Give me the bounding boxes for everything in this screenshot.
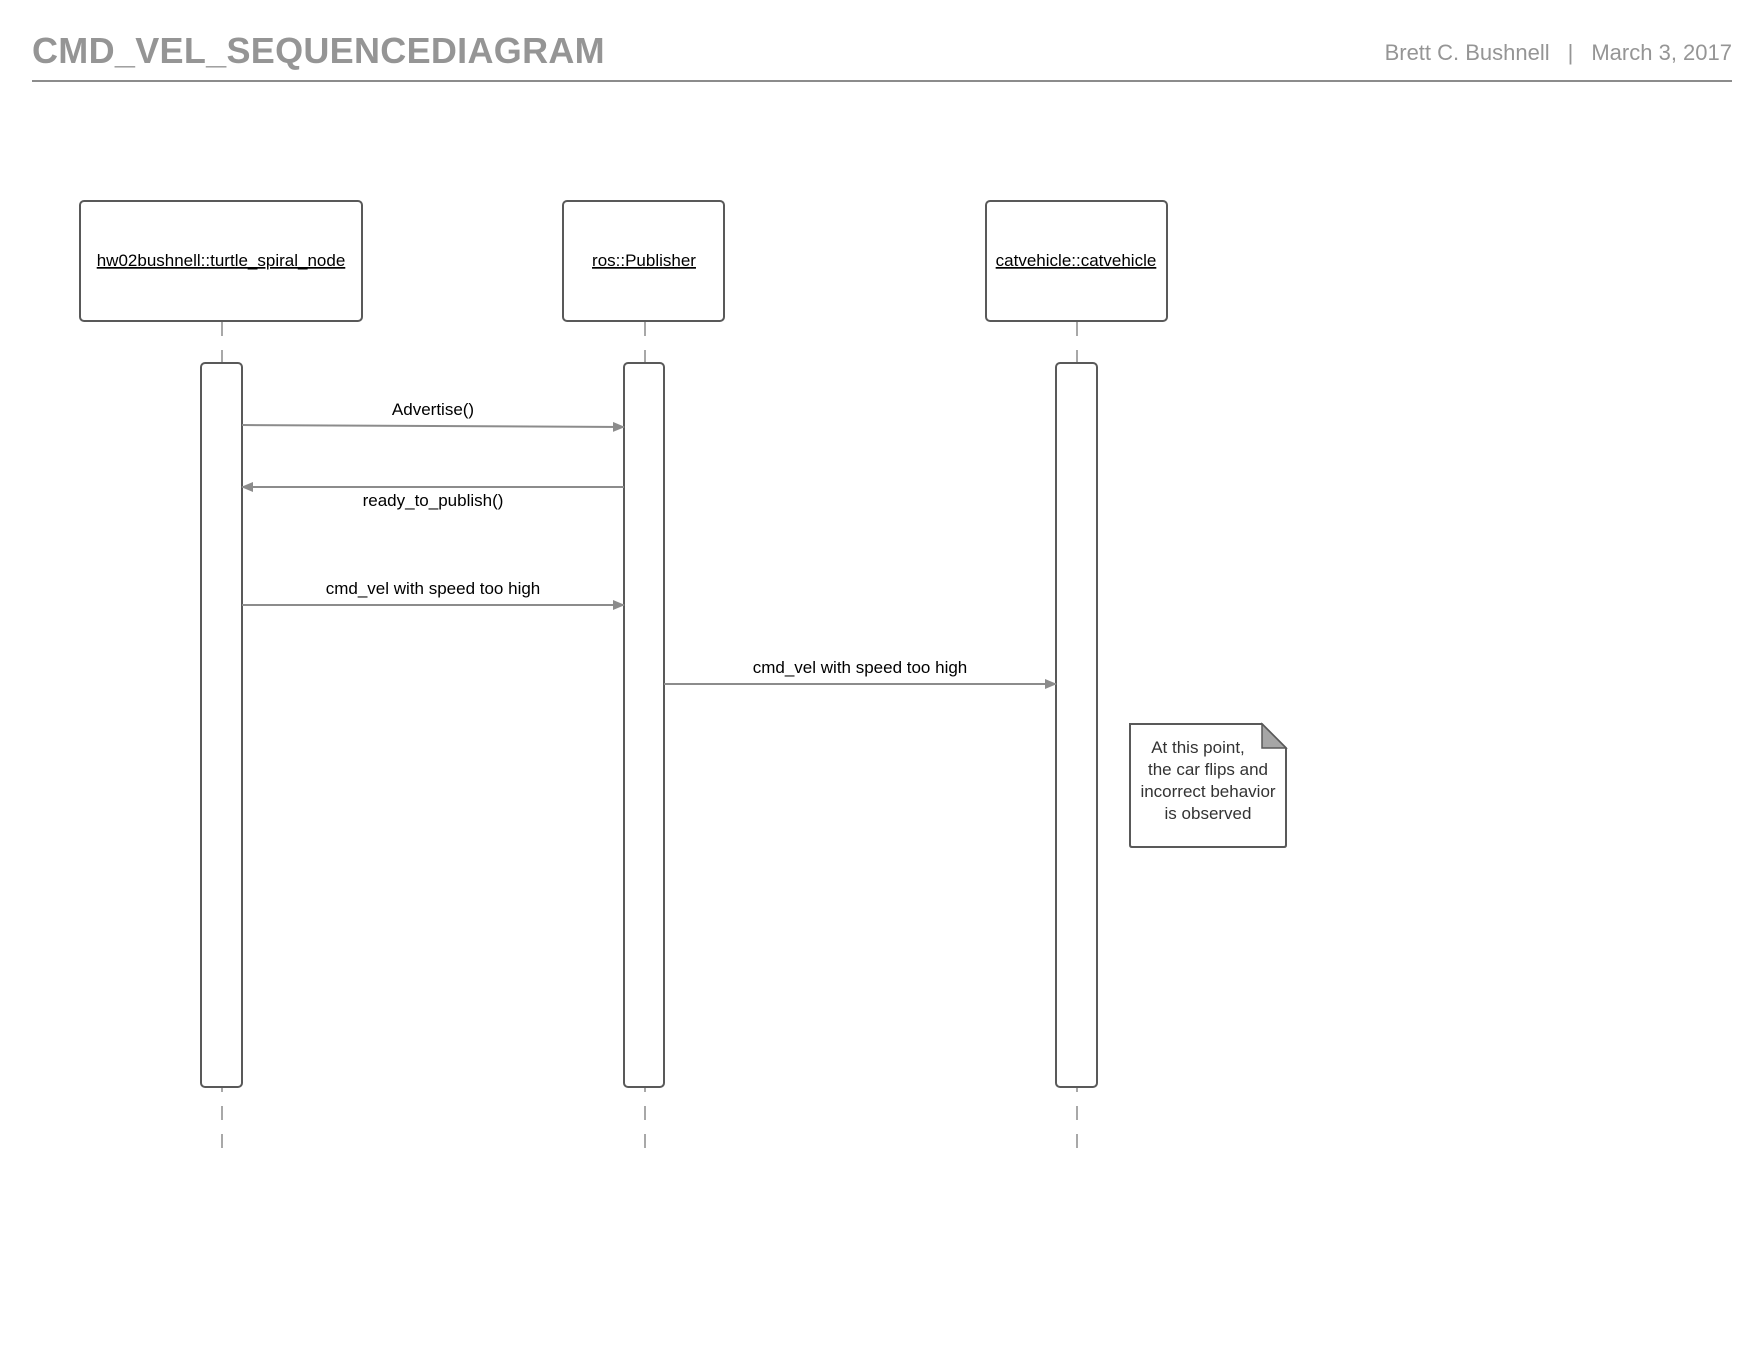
participant-label: ros::Publisher [592, 251, 696, 270]
note-fold [1261, 722, 1288, 749]
participant-box [79, 200, 363, 322]
participant-node: hw02bushnell::turtle_spiral_node [79, 200, 363, 322]
message-label: cmd_vel with speed too high [753, 658, 968, 677]
message-label: ready_to_publish() [363, 491, 504, 510]
note-line: At this point, [1151, 738, 1245, 757]
document-date: March 3, 2017 [1591, 40, 1732, 65]
page-title: CMD_VEL_SEQUENCEDIAGRAM [32, 30, 605, 71]
message-label: Advertise() [392, 400, 474, 419]
participant-box [562, 200, 725, 322]
note-body [1129, 723, 1287, 848]
note-line: incorrect behavior [1140, 782, 1275, 801]
message-cmd-vel-2: cmd_vel with speed too high [664, 658, 1057, 689]
participant-catvehicle: catvehicle::catvehicle [985, 200, 1168, 322]
page-header: CMD_VEL_SEQUENCEDIAGRAM Brett C. Bushnel… [32, 24, 1732, 82]
author-name: Brett C. Bushnell [1384, 40, 1550, 65]
activation-bar-publisher [623, 362, 665, 1088]
activation-bar-catvehicle [1055, 362, 1098, 1088]
note-line: is observed [1165, 804, 1252, 823]
participant-label: hw02bushnell::turtle_spiral_node [97, 251, 346, 270]
note: At this point, the car flips and incorre… [1129, 722, 1288, 848]
participant-publisher: ros::Publisher [562, 200, 725, 322]
participant-box [985, 200, 1168, 322]
note-line: the car flips and [1148, 760, 1268, 779]
message-arrow [241, 421, 625, 432]
message-cmd-vel-1: cmd_vel with speed too high [242, 579, 625, 610]
activation-bar-node [200, 362, 243, 1088]
meta-separator: | [1567, 40, 1574, 65]
activation-bars [200, 362, 1098, 1088]
participant-label: catvehicle::catvehicle [996, 251, 1157, 270]
message-advertise: Advertise() [241, 400, 625, 432]
page-meta: Brett C. Bushnell | March 3, 2017 [1385, 40, 1732, 66]
message-label: cmd_vel with speed too high [326, 579, 541, 598]
message-ready-to-publish: ready_to_publish() [241, 482, 624, 510]
